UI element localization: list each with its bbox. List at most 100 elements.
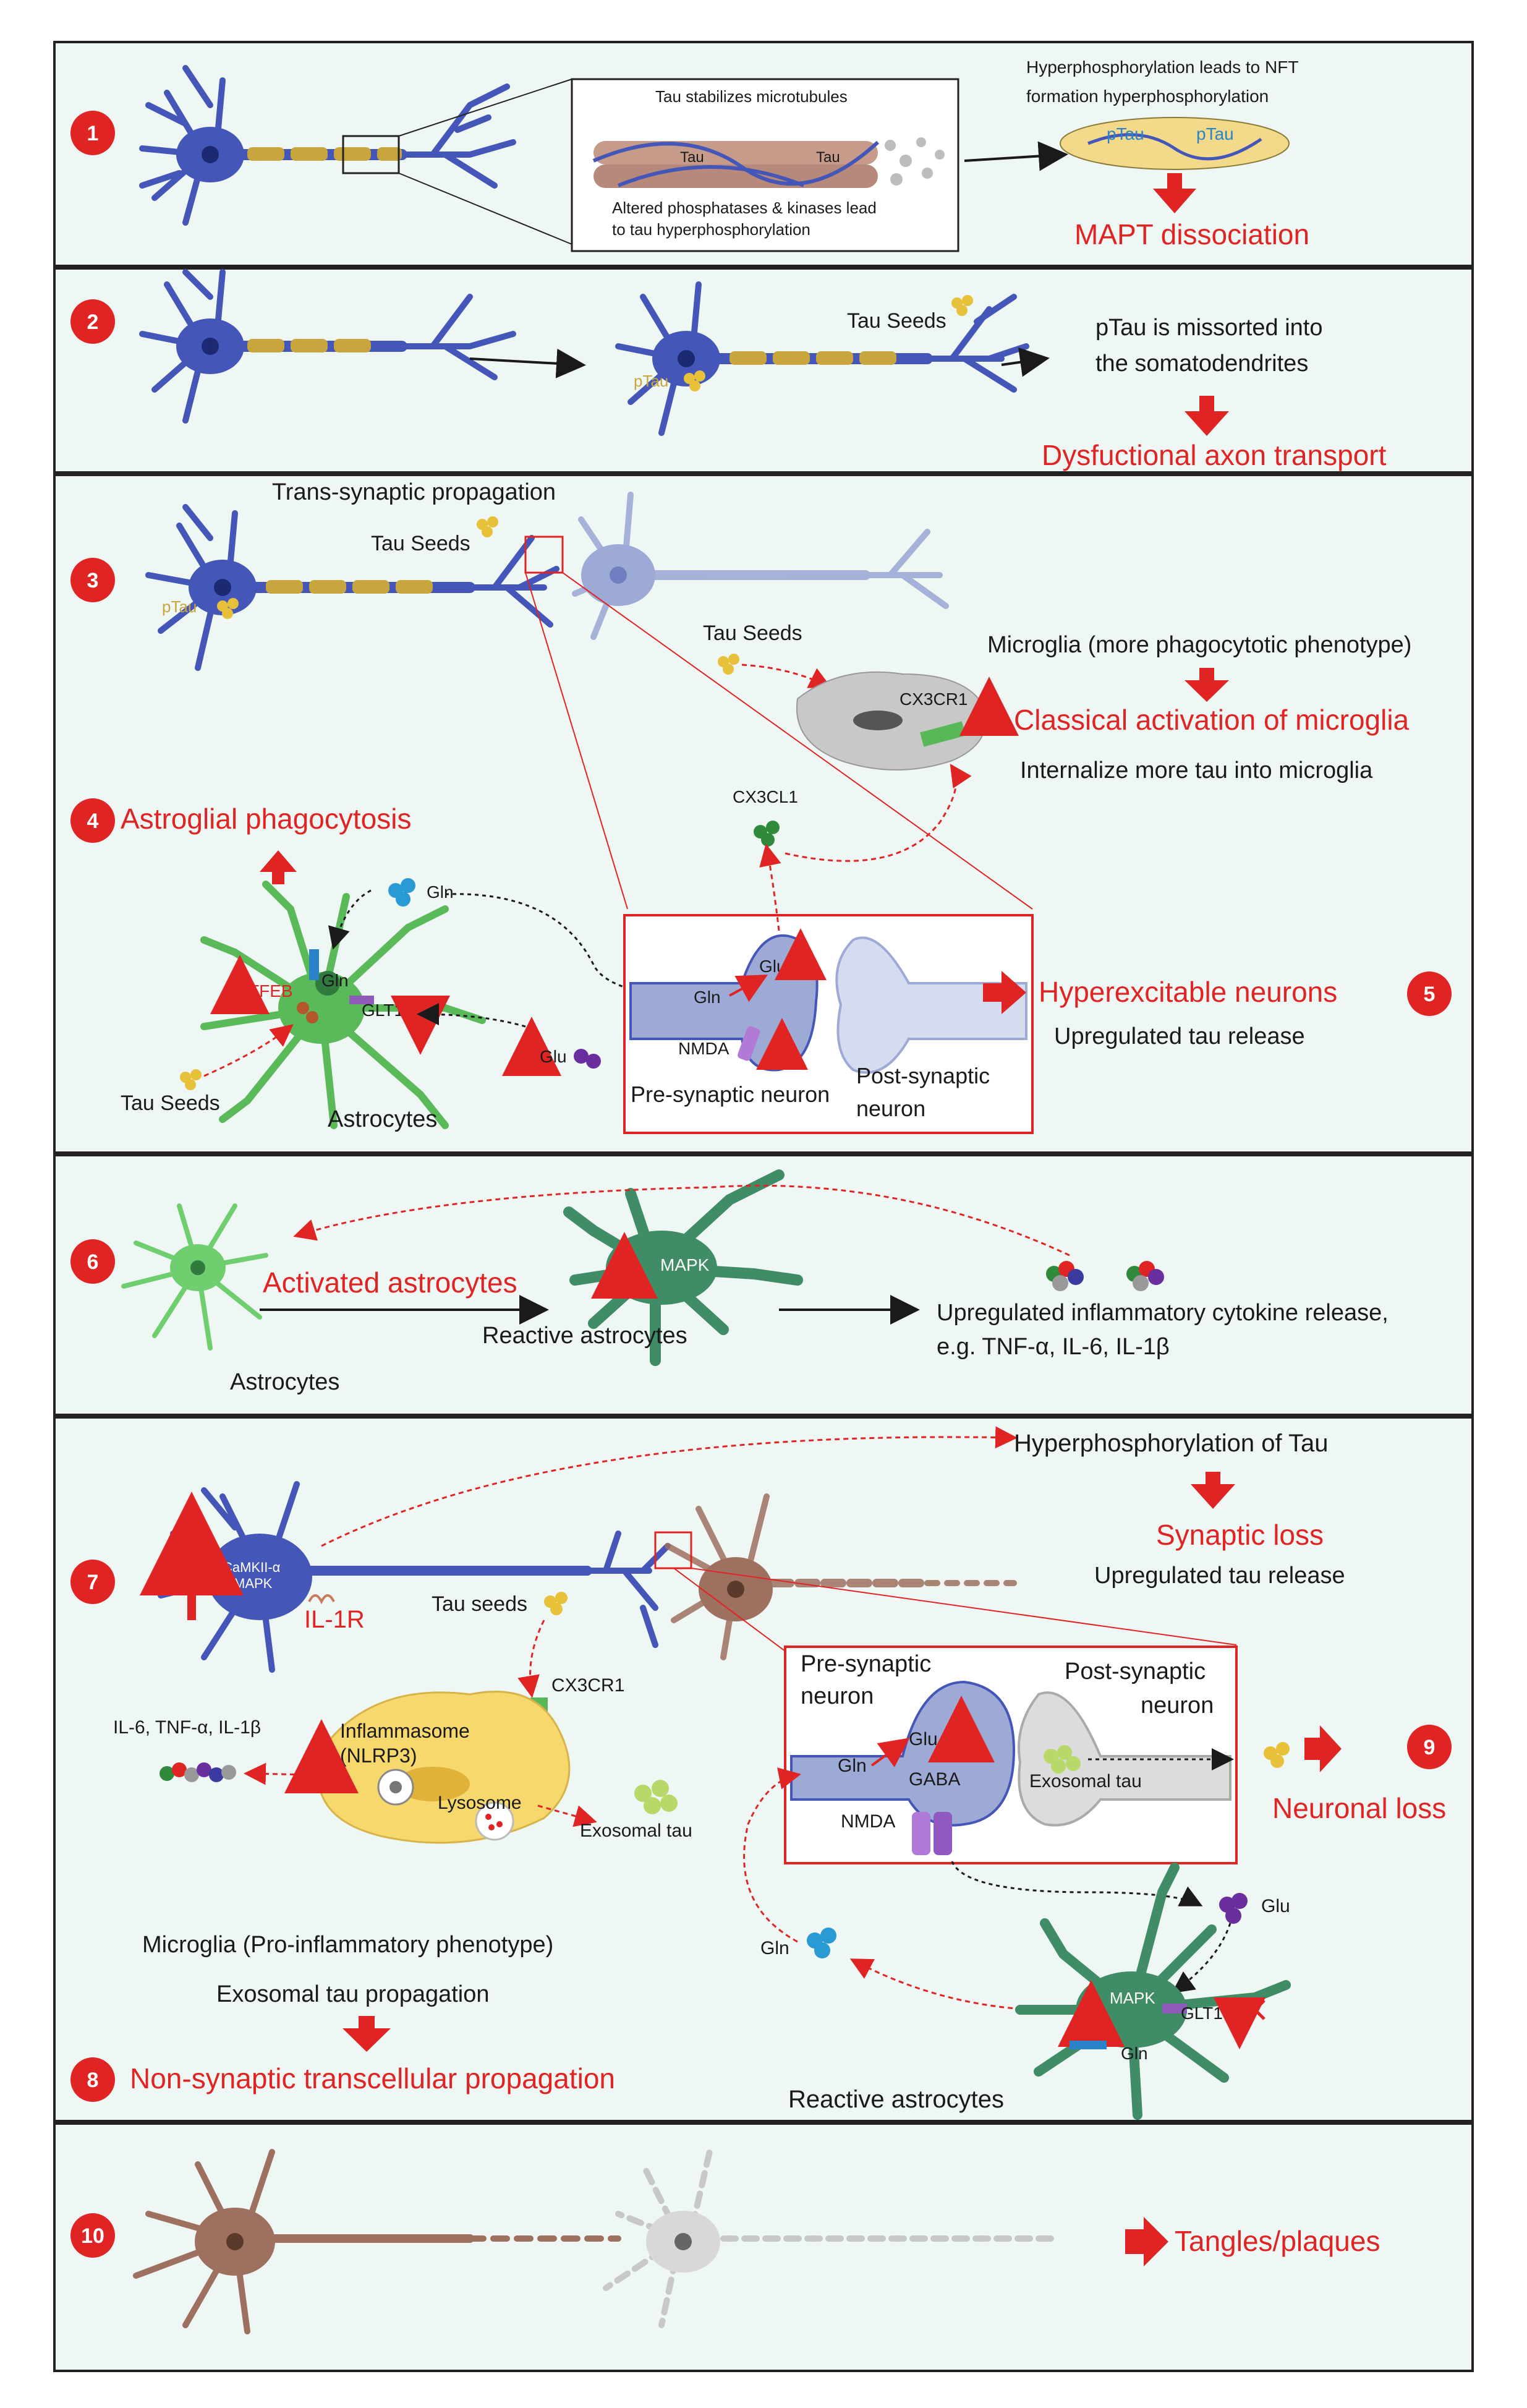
- post-line1-7: Post-synaptic: [1065, 1659, 1206, 1684]
- missorted-line2: the somatodendrites: [1095, 351, 1308, 377]
- pre-line1-7: Pre-synaptic: [801, 1651, 931, 1677]
- trans-synaptic-title: Trans-synaptic propagation: [272, 479, 556, 505]
- glt1-label-7: GLT1: [1181, 2004, 1223, 2023]
- panel-10-frame: [53, 2122, 1474, 2372]
- glu-label-5: Glu: [759, 957, 786, 976]
- ptau-label-a: pTau: [1107, 124, 1144, 143]
- panel-10: Tangles/plaques: [133, 2143, 1380, 2334]
- astrocytes-label-4: Astrocytes: [328, 1106, 437, 1132]
- glt1-label-4: GLT1: [362, 1001, 404, 1020]
- neuron-10-grey: [603, 2143, 1054, 2328]
- microtubule-illustration: [592, 137, 945, 188]
- astrocyte-6: [121, 1203, 268, 1351]
- tau-seeds-label-4: Tau Seeds: [121, 1091, 220, 1115]
- gln-mid-label: Gln: [321, 971, 349, 990]
- camkii-label: CaMKII-α: [223, 1560, 281, 1575]
- arrow-to-ptau: [964, 141, 1068, 171]
- lysosome-label: Lysosome: [438, 1793, 522, 1813]
- mapk-label-7b: MAPK: [1110, 1989, 1155, 2007]
- nonsynaptic-propagation: Non-synaptic transcellular propagation: [130, 2062, 615, 2094]
- reactive-astrocytes-6: Reactive astrocytes: [482, 1323, 687, 1349]
- arrow-to-missorted: [1001, 347, 1050, 377]
- missorted-line1: pTau is missorted into: [1095, 315, 1323, 341]
- cytokine-line1: Upregulated inflammatory cytokine releas…: [937, 1300, 1389, 1326]
- zoom-box: [342, 135, 400, 174]
- neuron-10-brown: [133, 2149, 621, 2334]
- badge-6: 6: [87, 1250, 99, 1274]
- post-synaptic-terminal: [835, 936, 1027, 1074]
- hyper-line1: Hyperphosphorylation leads to NFT: [1026, 58, 1298, 77]
- exosomal-propagation: Exosomal tau propagation: [216, 1981, 490, 2007]
- badge-9: 9: [1424, 1736, 1436, 1759]
- panel-4: Astroglial phagocytosis TFEB Gln GLT1 Gl…: [121, 803, 671, 1132]
- post-line2-7: neuron: [1141, 1693, 1214, 1718]
- right-arrow-neuronal: [1304, 1725, 1342, 1772]
- tau-seeds-top: Tau Seeds: [371, 532, 470, 555]
- nlrp3-label: (NLRP3): [340, 1744, 417, 1767]
- badge-10: 10: [81, 2224, 104, 2248]
- hyper-line2: formation hyperphosphorylation: [1026, 87, 1269, 106]
- gln-label-7: Gln: [838, 1756, 867, 1776]
- gln-label-7b: Gln: [1121, 2044, 1148, 2063]
- myelin-segments: [247, 147, 402, 161]
- altered-line2: to tau hyperphosphorylation: [612, 220, 810, 239]
- gaba-label: GABA: [909, 1769, 960, 1790]
- microglia-more-label: Microglia (more phagocytotic phenotype): [987, 632, 1411, 658]
- altered-line1: Altered phosphatases & kinases lead: [612, 199, 877, 217]
- panel-2-frame: [53, 267, 1474, 474]
- ptau-oval: [1060, 117, 1290, 170]
- panel-1: Tau stabilizes microtubules Tau Tau Alte…: [139, 58, 1309, 252]
- badge-5: 5: [1424, 983, 1436, 1006]
- reactive-astrocytes-8: Reactive astrocytes: [788, 2086, 1004, 2113]
- panel-frames: [53, 41, 1474, 2372]
- glu-free-label: Glu: [1261, 1896, 1290, 1916]
- tfeb-label: TFEB: [249, 981, 293, 1001]
- tau-stabilizes-label: Tau stabilizes microtubules: [655, 87, 848, 106]
- synapse-zoom-box-7: [654, 1531, 692, 1569]
- classical-activation: Classical activation of microglia: [1014, 704, 1410, 736]
- cytokines-label-7: IL-6, TNF-α, IL-1β: [113, 1717, 261, 1738]
- cx3cr1-label-3: CX3CR1: [900, 690, 968, 709]
- synaptic-loss: Synaptic loss: [1156, 1519, 1324, 1551]
- badge-8: 8: [87, 2069, 99, 2092]
- dysfunctional-transport: Dysfuctional axon transport: [1042, 439, 1387, 471]
- right-arrow-tangles: [1125, 2217, 1168, 2266]
- internalize-tau: Internalize more tau into microglia: [1020, 758, 1373, 783]
- post-line2-5: neuron: [856, 1096, 925, 1121]
- inflammasome-label: Inflammasome: [340, 1720, 470, 1742]
- badge-2: 2: [87, 310, 99, 334]
- upregulated-tau-7: Upregulated tau release: [1094, 1563, 1345, 1589]
- down-arrow-synaptic: [1191, 1472, 1235, 1509]
- pre-line2-7: neuron: [801, 1683, 874, 1709]
- tau-label-right: Tau: [816, 149, 840, 166]
- hyperexcitable-neurons: Hyperexcitable neurons: [1039, 976, 1337, 1008]
- badge-7: 7: [87, 1571, 99, 1594]
- cx3cl1-label: CX3CL1: [733, 787, 798, 806]
- ptau-label-3: pTau: [162, 597, 197, 616]
- panel-7: CaMKII-α MAPK IL-1R Hyperphosphorylation…: [113, 1426, 1446, 2120]
- astroglial-phagocytosis: Astroglial phagocytosis: [121, 803, 411, 835]
- panel-2: pTau Tau Seeds pTau is missorted into th…: [139, 269, 1387, 471]
- nmda-label-7: NMDA: [841, 1811, 895, 1832]
- synapse-zoom-box: [524, 536, 564, 574]
- badge-4: 4: [87, 809, 99, 833]
- astrocyte-4: [200, 881, 486, 1129]
- badge-3: 3: [87, 569, 99, 592]
- down-arrow-transport: [1185, 396, 1229, 436]
- exosomal-tau-label-7b: Exosomal tau: [1029, 1771, 1142, 1791]
- nmda-label-5: NMDA: [678, 1039, 729, 1058]
- panel-6: Astrocytes Activated astrocytes MAPK Rea…: [121, 1169, 1389, 1395]
- cytokines-6: [1046, 1261, 1164, 1291]
- up-arrow-astroglial: [260, 850, 297, 884]
- neuronal-loss: Neuronal loss: [1272, 1792, 1446, 1824]
- panel-6-frame: [53, 1154, 1474, 1416]
- ptau-label-b: pTau: [1196, 124, 1234, 143]
- tau-seeds-7: Tau seeds: [432, 1592, 527, 1616]
- panel-5: Glu Gln NMDA Pre-synaptic neuron Post-sy…: [623, 843, 1337, 1134]
- glu-label-4: Glu: [540, 1047, 567, 1066]
- microglia-pro-label: Microglia (Pro-inflammatory phenotype): [142, 1932, 553, 1958]
- mapk-label-6: MAPK: [660, 1255, 710, 1274]
- tau-seeds-label: Tau Seeds: [847, 309, 946, 333]
- cytokines-7: [160, 1762, 236, 1782]
- badge-1: 1: [87, 122, 99, 145]
